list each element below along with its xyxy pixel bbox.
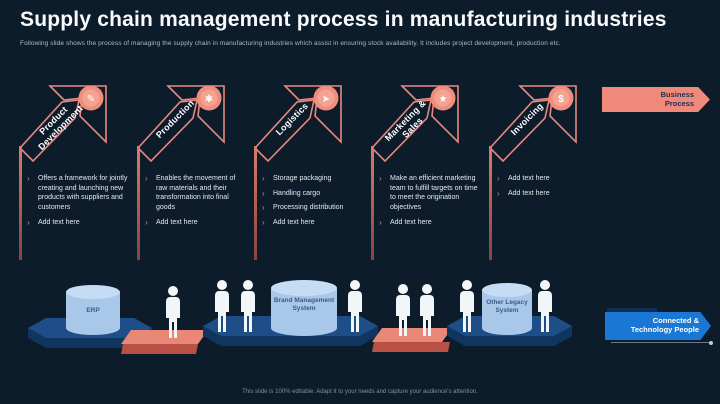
bent-arrow-shape: ★ [370, 85, 459, 163]
bullet-item: Offers a framework for jointly creating … [26, 173, 130, 213]
banner-underline [611, 340, 713, 345]
step-production: ✱ Production Enables the movement of raw… [136, 72, 253, 282]
page-subtitle: Following slide shows the process of man… [20, 40, 561, 47]
bent-arrow-shape: ✱ [136, 85, 225, 163]
step-product-development: ✎ Product Development Offers a framework… [18, 72, 135, 282]
bullet-item: Add text here [144, 217, 248, 228]
step-bullet-list: Enables the movement of raw materials an… [144, 173, 248, 232]
brand-system-label: Brand Management System [273, 297, 335, 312]
footer-note: This slide is 100% editable. Adapt it to… [242, 389, 478, 395]
erp-cylinder [66, 285, 120, 335]
step-bullet-list: Offers a framework for jointly creating … [26, 173, 130, 232]
erp-label: ERP [86, 307, 100, 314]
step-divider-line [489, 146, 492, 260]
bent-arrow-shape: $ [488, 85, 577, 163]
platform-erp [28, 285, 152, 348]
platform-salmon-1 [121, 286, 208, 354]
step-marketing-sales: ★ Marketing & Sales Make an efficient ma… [370, 72, 487, 282]
legacy-cylinder [482, 283, 532, 335]
step-divider-line [371, 146, 374, 260]
banner-tab [607, 308, 657, 313]
bent-arrow-shape: ➤ [253, 85, 342, 163]
bullet-item: Add text here [496, 173, 600, 184]
invoicing-dollar-icon: $ [558, 94, 564, 105]
product-development-icon: ✎ [87, 94, 95, 105]
bullet-item: Processing distribution [261, 202, 365, 213]
bent-arrow-shape: ✎ [18, 85, 107, 163]
step-divider-line [137, 146, 140, 260]
process-steps: ✎ Product Development Offers a framework… [18, 72, 618, 282]
step-divider-line [254, 146, 257, 260]
business-process-label: Business Process [660, 89, 694, 108]
bullet-item: Add text here [378, 217, 482, 228]
bullet-item: Add text here [261, 217, 365, 228]
logistics-truck-icon: ➤ [322, 94, 330, 105]
platform-legacy [447, 280, 572, 346]
banner-arrow-shape: Connected & Technology People [605, 312, 711, 340]
step-bullet-list: Add text here Add text here [496, 173, 600, 203]
brand-cylinder [271, 280, 337, 336]
bullet-item: Handling cargo [261, 188, 365, 199]
platform-salmon-2 [372, 284, 452, 352]
bullet-item: Add text here [496, 188, 600, 199]
page-title: Supply chain management process in manuf… [20, 8, 667, 31]
step-bullet-list: Make an efficient marketing team to fulf… [378, 173, 482, 232]
step-bullet-list: Storage packaging Handling cargo Process… [261, 173, 365, 233]
connected-people-banner: Connected & Technology People [605, 308, 715, 345]
platform-brand [203, 280, 378, 346]
production-icon: ✱ [205, 94, 213, 105]
business-process-banner: Business Process [602, 87, 710, 112]
bullet-item: Storage packaging [261, 173, 365, 184]
bullet-item: Add text here [26, 217, 130, 228]
bullet-item: Enables the movement of raw materials an… [144, 173, 248, 213]
step-logistics: ➤ Logistics Storage packaging Handling c… [253, 72, 370, 282]
connected-people-label: Connected & Technology People [630, 316, 699, 334]
step-invoicing: $ Invoicing Add text here Add text here [488, 72, 605, 282]
step-divider-line [19, 146, 22, 260]
marketing-icon: ★ [439, 94, 448, 105]
legacy-system-label: Other Legacy System [486, 299, 528, 314]
systems-diagram [28, 280, 572, 354]
bullet-item: Make an efficient marketing team to fulf… [378, 173, 482, 213]
